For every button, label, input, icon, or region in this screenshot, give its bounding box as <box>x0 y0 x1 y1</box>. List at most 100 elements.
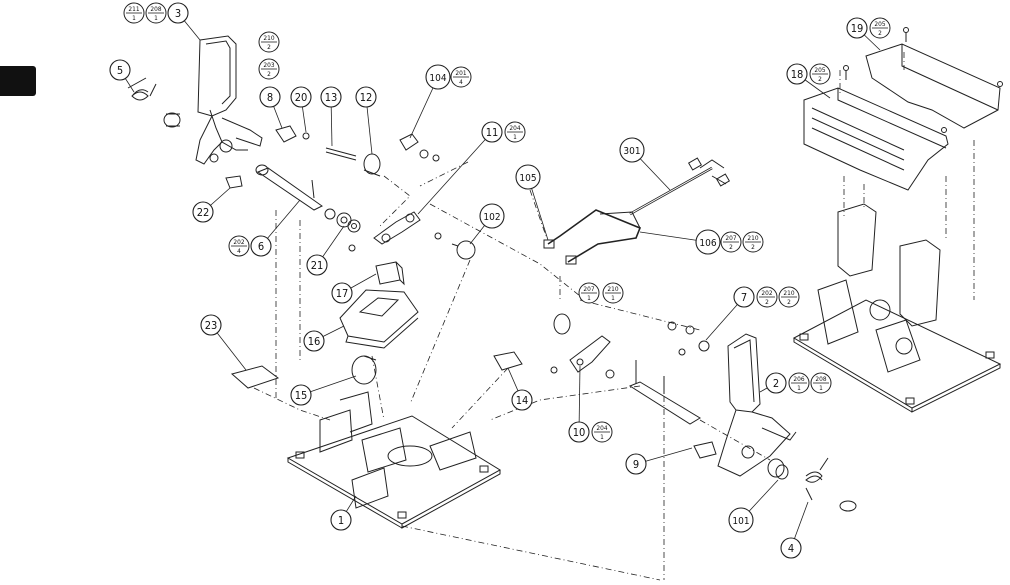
ref-number-top: 207 <box>583 285 594 293</box>
part-number: 8 <box>267 91 273 104</box>
ref-quantity: 2 <box>267 43 271 51</box>
part-number: 23 <box>205 319 218 332</box>
ref-number-top: 206 <box>793 375 804 383</box>
ref-number-top: 210 <box>747 234 758 242</box>
callout-17: 17 <box>331 273 377 304</box>
callout-102: 102 <box>469 203 505 245</box>
wire-harness-assembly <box>529 157 731 300</box>
callout-12: 12 <box>355 86 377 155</box>
ref-quantity: 1 <box>600 433 604 441</box>
ref-number-top: 210 <box>263 34 274 42</box>
ref-quantity: 1 <box>797 384 801 392</box>
part-number: 4 <box>788 542 794 555</box>
part-number: 14 <box>516 394 529 407</box>
part-number: 12 <box>360 91 373 104</box>
callout-23: 23 <box>200 314 247 371</box>
part-number: 2 <box>773 377 779 390</box>
part-number: 18 <box>791 68 804 81</box>
part-number: 17 <box>336 287 349 300</box>
part-number: 16 <box>308 335 321 348</box>
part-number: 7 <box>741 291 747 304</box>
part-number: 6 <box>258 240 264 253</box>
ref-quantity: 2 <box>878 29 882 37</box>
part-number: 21 <box>311 259 324 272</box>
callout-22: 22 <box>192 187 231 223</box>
callout-8: 8 <box>259 86 283 129</box>
callout-21: 21 <box>306 225 345 276</box>
ref-number-top: 202 <box>233 238 244 246</box>
left-pedal-assembly <box>127 35 661 581</box>
assembled-view <box>792 27 1003 413</box>
part-number: 9 <box>633 458 639 471</box>
part-number: 20 <box>295 91 308 104</box>
ref-number-top: 210 <box>607 285 618 293</box>
callout-105: 105 <box>515 164 549 241</box>
ref-number-top: 205 <box>874 20 885 28</box>
part-number: 3 <box>175 7 181 20</box>
ref-number-top: 208 <box>815 375 826 383</box>
ref-quantity: 2 <box>818 75 822 83</box>
part-number: 106 <box>699 238 716 249</box>
part-number: 22 <box>197 206 210 219</box>
ref-quantity: 2 <box>267 70 271 78</box>
callout-13: 13 <box>320 86 342 147</box>
part-number: 301 <box>623 146 640 157</box>
ref-quantity: 1 <box>132 14 136 22</box>
ref-number-top: 201 <box>455 69 466 77</box>
part-number: 101 <box>732 516 749 527</box>
side-tab-marker <box>0 66 36 96</box>
callout-16: 16 <box>303 325 345 352</box>
ref-number-top: 205 <box>814 66 825 74</box>
ref-number-top: 202 <box>761 289 772 297</box>
ref-quantity: 1 <box>819 384 823 392</box>
part-number: 10 <box>573 426 586 439</box>
ref-quantity: 1 <box>513 133 517 141</box>
ref-quantity: 2 <box>751 243 755 251</box>
callout-15: 15 <box>290 375 357 406</box>
ref-number-top: 207 <box>725 234 736 242</box>
ref-quantity: 1 <box>611 294 615 302</box>
part-number: 19 <box>851 22 864 35</box>
callout-14: 14 <box>507 367 533 411</box>
part-number: 13 <box>325 91 338 104</box>
ref-number-top: 211 <box>128 5 139 13</box>
right-pedal-assembly <box>489 299 857 580</box>
ref-number-top: 208 <box>150 5 161 13</box>
ref-quantity: 4 <box>237 247 241 255</box>
callout-1: 1 <box>330 495 357 531</box>
ref-number-top: 204 <box>596 424 607 432</box>
part-number: 102 <box>483 212 500 223</box>
callout-5: 5 <box>109 59 135 93</box>
ref-number-top: 204 <box>509 124 520 132</box>
part-number: 5 <box>117 64 123 77</box>
ref-quantity: 2 <box>765 298 769 306</box>
callout-101: 101 <box>728 479 779 533</box>
callout-9: 9 <box>625 447 693 475</box>
ref-number-top: 210 <box>783 289 794 297</box>
ref-quantity: 2 <box>729 243 733 251</box>
part-number: 1 <box>338 514 344 527</box>
part-number: 105 <box>519 173 536 184</box>
callout-20: 20 <box>290 86 312 133</box>
part-number: 11 <box>486 126 499 139</box>
ref-quantity: 1 <box>154 14 158 22</box>
ref-quantity: 2 <box>787 298 791 306</box>
part-number: 104 <box>429 73 446 84</box>
callout-4: 4 <box>780 501 809 559</box>
callout-301: 301 <box>619 137 671 191</box>
